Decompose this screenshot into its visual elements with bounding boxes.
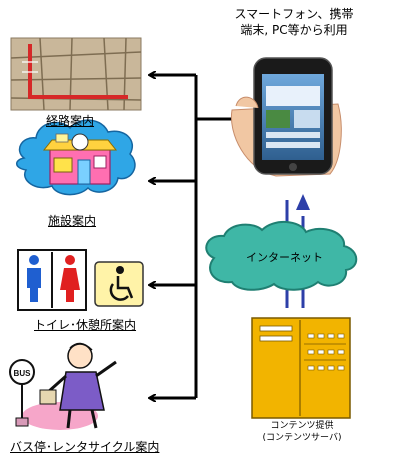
server-caption-line-2: (コンテンツサーバ) xyxy=(262,433,342,443)
service-label-restroom[interactable]: トイレ･休憩所案内 xyxy=(34,318,137,332)
server-caption: コンテンツ提供 (コンテンツサーバ) xyxy=(244,420,360,444)
smartphone-icon xyxy=(230,57,342,177)
content-server-icon xyxy=(251,317,351,419)
device-caption-line-1: スマートフォン、携帯 xyxy=(234,7,354,21)
bus-stop-person-icon: BUS xyxy=(9,342,117,430)
restroom-sign-icon xyxy=(17,249,144,311)
internet-cloud-label: インターネット xyxy=(246,251,323,264)
device-caption: スマートフォン、携帯 端末, PC等から利用 xyxy=(224,6,364,38)
service-label-bus[interactable]: バス停･レンタサイクル案内 xyxy=(10,440,160,454)
internet-cloud xyxy=(205,221,358,291)
service-label-route[interactable]: 経路案内 xyxy=(46,114,95,128)
facility-building-icon xyxy=(16,119,136,196)
server-caption-line-1: コンテンツ提供 xyxy=(270,421,334,431)
service-label-facility[interactable]: 施設案内 xyxy=(48,214,97,228)
svg-text:BUS: BUS xyxy=(14,369,32,378)
route-map-icon xyxy=(10,37,142,111)
device-caption-line-2: 端末, PC等から利用 xyxy=(240,23,348,37)
